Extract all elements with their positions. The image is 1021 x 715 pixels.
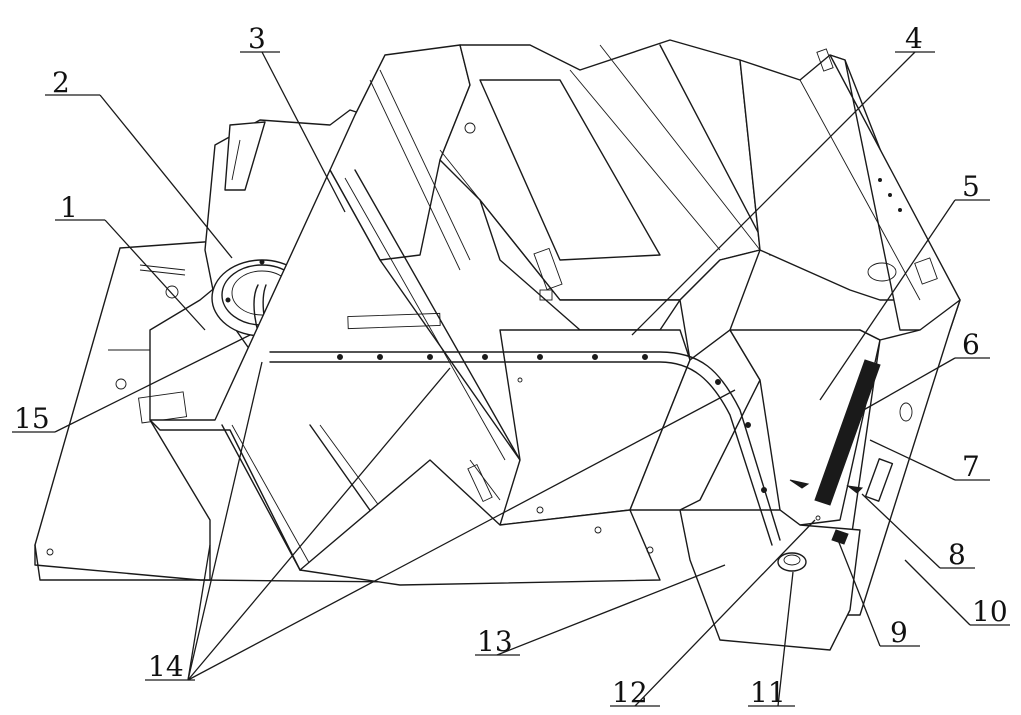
leader-15	[54, 334, 251, 433]
leader-1	[104, 219, 206, 331]
leader-2	[99, 94, 233, 259]
leader-14b	[187, 367, 451, 681]
label-15: 15	[14, 402, 50, 435]
leader-5	[819, 199, 956, 401]
label-13: 13	[477, 625, 513, 658]
label-6: 6	[962, 328, 980, 361]
label-12: 12	[612, 676, 648, 709]
leader-8	[861, 493, 941, 569]
leader-12	[634, 519, 816, 707]
label-2: 2	[52, 66, 70, 99]
leader-10	[904, 559, 971, 626]
upper-housing-right	[739, 48, 961, 331]
leader-7	[869, 439, 956, 481]
upper-housing-center	[439, 39, 771, 331]
label-10: 10	[972, 595, 1008, 628]
label-9: 9	[890, 616, 908, 649]
leader-lines	[12, 51, 1010, 707]
label-3: 3	[248, 22, 266, 55]
right-lower-module	[679, 299, 961, 651]
leader-3	[261, 51, 346, 213]
leader-14c	[187, 544, 211, 681]
leader-13	[496, 564, 726, 656]
leader-9	[837, 539, 881, 647]
label-1: 1	[60, 191, 78, 224]
leader-6	[859, 357, 956, 413]
leader-11	[777, 571, 794, 707]
reference-numerals: 1 2 3 4 5 6 7 8 9 10 11 12 13 14 15	[14, 22, 1008, 709]
leader-14d	[187, 389, 736, 681]
label-5: 5	[962, 170, 980, 203]
label-7: 7	[962, 450, 980, 483]
leader-4	[631, 51, 916, 336]
label-8: 8	[948, 538, 966, 571]
leader-14a	[187, 361, 263, 681]
middle-lower-body	[299, 249, 761, 586]
label-4: 4	[905, 22, 923, 55]
pipe	[269, 351, 781, 546]
label-11: 11	[750, 676, 786, 709]
label-14: 14	[148, 650, 184, 683]
